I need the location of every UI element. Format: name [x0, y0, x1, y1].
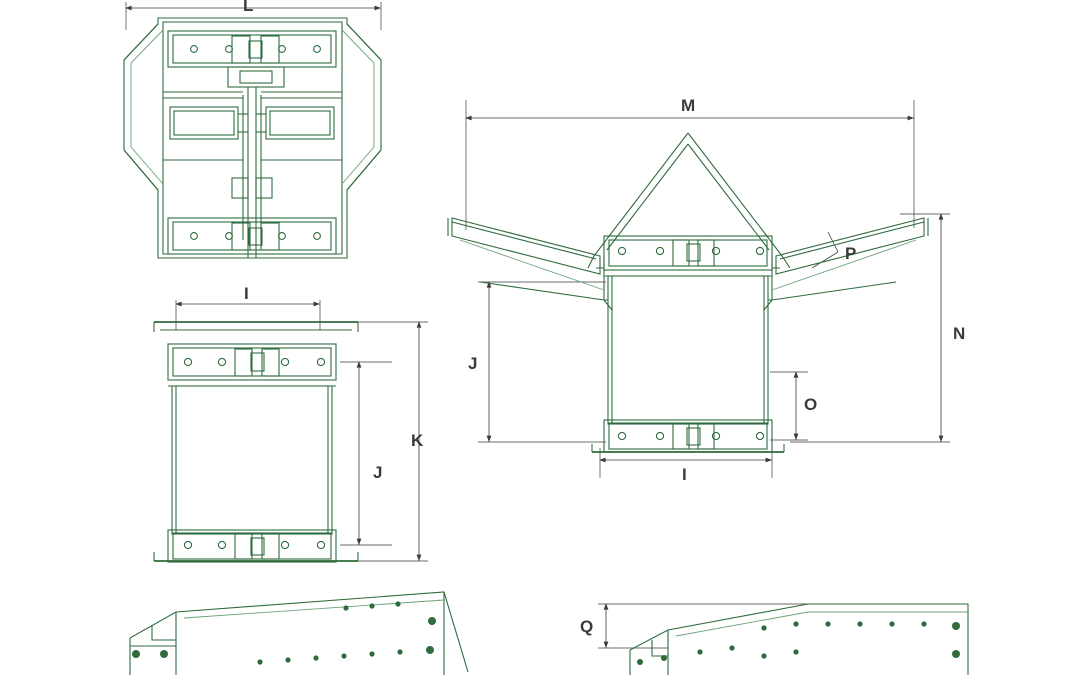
dimension-label-Q: Q	[580, 617, 594, 636]
dimension-label-J-front: J	[373, 463, 383, 482]
dimension-label-L: L	[243, 0, 254, 15]
side-detail-left-geometry	[129, 591, 469, 675]
side-detail-right-geometry	[598, 603, 969, 675]
dimension-label-I-rear: I	[682, 465, 688, 484]
dimension-label-P: P	[845, 244, 857, 263]
rear-view-open-geometry	[447, 100, 950, 478]
dimension-label-K: K	[411, 431, 424, 450]
dimension-label-J-rear: J	[468, 354, 478, 373]
dimension-label-N: N	[953, 324, 966, 343]
front-view-geometry	[153, 300, 428, 563]
top-view-geometry	[123, 2, 382, 259]
dimension-label-M: M	[681, 96, 696, 115]
dimension-label-O: O	[804, 395, 818, 414]
dimension-label-I-front: I	[244, 284, 250, 303]
